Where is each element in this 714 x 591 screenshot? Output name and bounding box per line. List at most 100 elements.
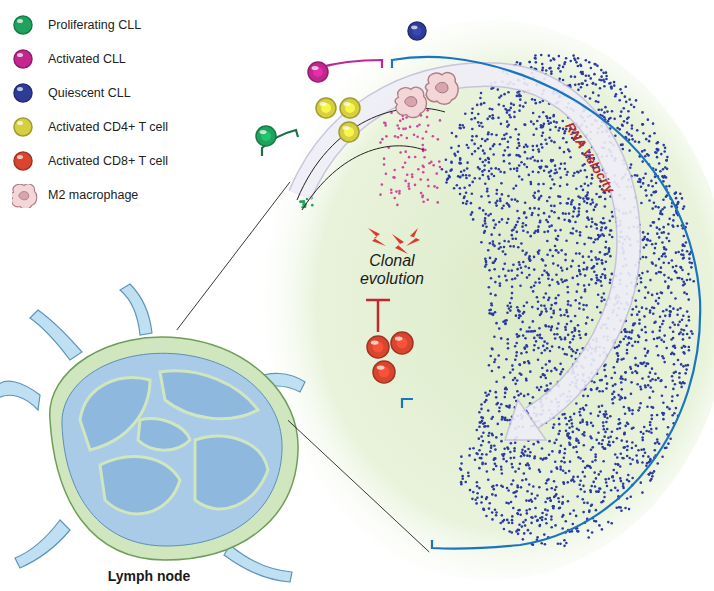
cell-dot (505, 279, 508, 282)
cell-dot (578, 213, 581, 216)
cell-dot (512, 368, 515, 371)
cell-dot (672, 219, 675, 222)
cell-dot (649, 386, 652, 389)
cell-dot (509, 168, 512, 171)
cell-dot (680, 363, 683, 366)
cell-dot (531, 306, 534, 309)
cell-dot (662, 226, 665, 229)
cell-dot (490, 304, 493, 307)
cell-dot (564, 253, 567, 256)
cell-dot (568, 346, 571, 349)
cell-dot (523, 361, 526, 364)
cell-dot (661, 241, 664, 244)
cell-dot (668, 315, 671, 318)
cell-dot (515, 231, 518, 234)
cell-dot (578, 207, 581, 210)
cell-dot (631, 127, 634, 130)
cell-dot (516, 200, 519, 203)
cell-dot (550, 470, 553, 473)
cell-dot (631, 413, 634, 416)
cell-dot (525, 351, 528, 354)
cell-dot (578, 265, 581, 268)
cell-dot (644, 347, 647, 350)
cell-dot (645, 244, 648, 247)
cell-dot (634, 140, 637, 143)
cell-dot (582, 460, 585, 463)
cell-dot (545, 522, 548, 525)
cell-dot (604, 277, 607, 280)
cell-dot (629, 495, 632, 498)
cell-dot (549, 117, 552, 120)
cell-dot (559, 468, 562, 471)
cell-dot (617, 423, 620, 426)
cell-dot (581, 82, 584, 85)
cell-dot (545, 142, 548, 145)
cell-dot (570, 75, 573, 78)
cell-dot (555, 302, 558, 305)
cell-dot (590, 67, 593, 70)
cell-dot (548, 225, 551, 228)
cell-dot (637, 341, 640, 344)
cell-dot (653, 201, 656, 204)
cell-dot (645, 339, 648, 342)
cell-dot (590, 504, 593, 507)
cell-dot (530, 286, 533, 289)
cell-dot (584, 333, 587, 336)
cell-dot (568, 470, 571, 473)
cell-dot (594, 63, 597, 66)
cell-dot (543, 212, 546, 215)
cell-dot (548, 360, 551, 363)
cell-dot (599, 470, 602, 473)
cell-dot (550, 210, 553, 213)
cell-dot (635, 454, 638, 457)
cell-dot (604, 205, 607, 208)
cell-dot (590, 250, 593, 253)
cell-dot (567, 291, 570, 294)
cell-dot (533, 344, 536, 347)
cell-dot (561, 527, 564, 530)
cell-dot (460, 462, 463, 465)
cell-dot (496, 189, 499, 192)
cell-dot (571, 331, 574, 334)
cell-dot (528, 483, 531, 486)
cell-dot (496, 402, 499, 405)
cell-dot (511, 292, 514, 295)
cell-dot (586, 421, 589, 424)
cell-dot (469, 489, 472, 492)
cell-dot (569, 60, 572, 63)
cell-dot (487, 178, 490, 181)
cell-dot (532, 330, 535, 333)
cell-dot (662, 144, 665, 147)
cell-dot (626, 445, 629, 448)
cell-dot (688, 349, 691, 352)
cell-dot (644, 451, 647, 454)
cell-dot (498, 242, 501, 245)
cell-dot (510, 102, 513, 105)
cell-dot (488, 107, 491, 110)
cell-dot (497, 354, 500, 357)
cell-dot (660, 266, 663, 269)
cell-dot (493, 335, 496, 338)
cell-dot (559, 185, 562, 188)
cell-dot (481, 420, 484, 423)
cell-dot (579, 408, 582, 411)
cell-dot (575, 252, 578, 255)
cell-dot (651, 294, 654, 297)
cell-dot (610, 377, 613, 380)
cell-dot (649, 239, 652, 242)
cell-dot (604, 410, 607, 413)
cell-dot (450, 161, 453, 164)
cell-dot (519, 372, 522, 375)
cell-dot (480, 102, 483, 105)
cell-dot (641, 461, 644, 464)
cell-dot (596, 306, 599, 309)
cell-dot (569, 460, 572, 463)
cell-dot (656, 142, 659, 145)
cell-dot (601, 262, 604, 265)
cell-dot (640, 388, 643, 391)
cell-dot (495, 514, 498, 517)
cell-dot (570, 320, 573, 323)
cell-dot (554, 367, 557, 370)
cell-dot (591, 460, 594, 463)
cell-dot (524, 253, 527, 256)
